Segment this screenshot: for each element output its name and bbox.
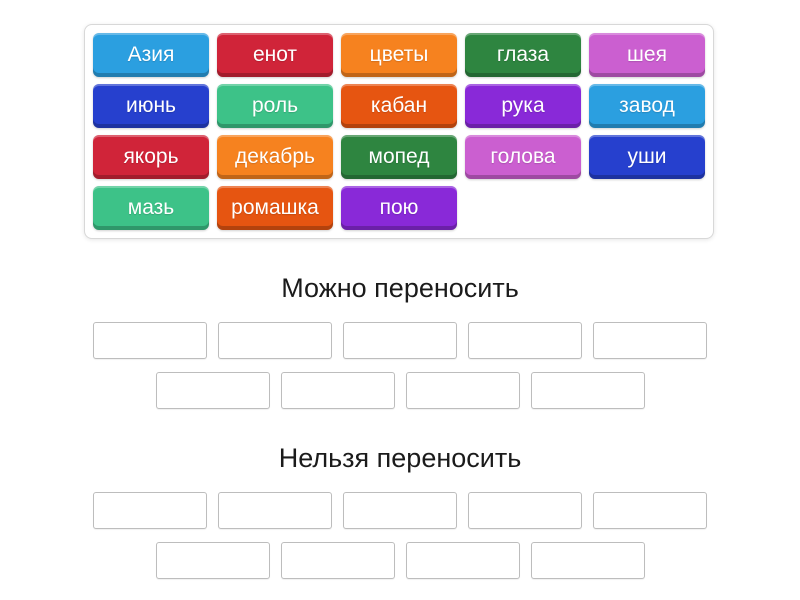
word-tile[interactable]: июнь bbox=[93, 84, 209, 128]
word-tile[interactable]: декабрь bbox=[217, 135, 333, 179]
word-tile[interactable]: шея bbox=[589, 33, 705, 77]
word-tray: Азия енот цветы глаза шея июнь роль каба… bbox=[84, 24, 714, 239]
category-cannot-hyphenate: Нельзя переносить bbox=[0, 443, 800, 579]
word-tile[interactable]: завод bbox=[589, 84, 705, 128]
slot-row bbox=[0, 542, 800, 579]
word-tile[interactable]: мопед bbox=[341, 135, 457, 179]
slot-row bbox=[0, 322, 800, 359]
drop-slot[interactable] bbox=[155, 372, 270, 409]
drop-slot[interactable] bbox=[593, 492, 707, 529]
drop-slot[interactable] bbox=[405, 542, 520, 579]
drop-slot[interactable] bbox=[280, 542, 395, 579]
category-title: Нельзя переносить bbox=[278, 443, 522, 473]
slot-row bbox=[0, 372, 800, 409]
word-tile[interactable]: мазь bbox=[93, 186, 209, 230]
drop-slot[interactable] bbox=[530, 542, 645, 579]
drop-slot[interactable] bbox=[530, 372, 645, 409]
drop-slot[interactable] bbox=[93, 322, 207, 359]
word-tile[interactable]: рука bbox=[465, 84, 581, 128]
word-tile[interactable]: цветы bbox=[341, 33, 457, 77]
word-tile[interactable]: ромашка bbox=[217, 186, 333, 230]
word-tile[interactable]: пою bbox=[341, 186, 457, 230]
category-title: Можно переносить bbox=[281, 273, 519, 303]
word-tile[interactable]: голова bbox=[465, 135, 581, 179]
word-tile[interactable]: роль bbox=[217, 84, 333, 128]
word-tile[interactable]: якорь bbox=[93, 135, 209, 179]
drop-slot[interactable] bbox=[218, 322, 332, 359]
word-tile[interactable]: кабан bbox=[341, 84, 457, 128]
drop-slot[interactable] bbox=[343, 492, 457, 529]
category-can-hyphenate: Можно переносить bbox=[0, 273, 800, 409]
drop-slot[interactable] bbox=[593, 322, 707, 359]
word-tile[interactable]: глаза bbox=[465, 33, 581, 77]
drop-slot[interactable] bbox=[218, 492, 332, 529]
word-tile[interactable]: Азия bbox=[93, 33, 209, 77]
slot-row bbox=[0, 492, 800, 529]
drop-slot[interactable] bbox=[468, 492, 582, 529]
drop-slot[interactable] bbox=[155, 542, 270, 579]
drop-slot[interactable] bbox=[405, 372, 520, 409]
word-tile[interactable]: уши bbox=[589, 135, 705, 179]
drop-slot[interactable] bbox=[93, 492, 207, 529]
word-tile[interactable]: енот bbox=[217, 33, 333, 77]
drop-slot[interactable] bbox=[343, 322, 457, 359]
drop-slot[interactable] bbox=[468, 322, 582, 359]
drop-slot[interactable] bbox=[280, 372, 395, 409]
